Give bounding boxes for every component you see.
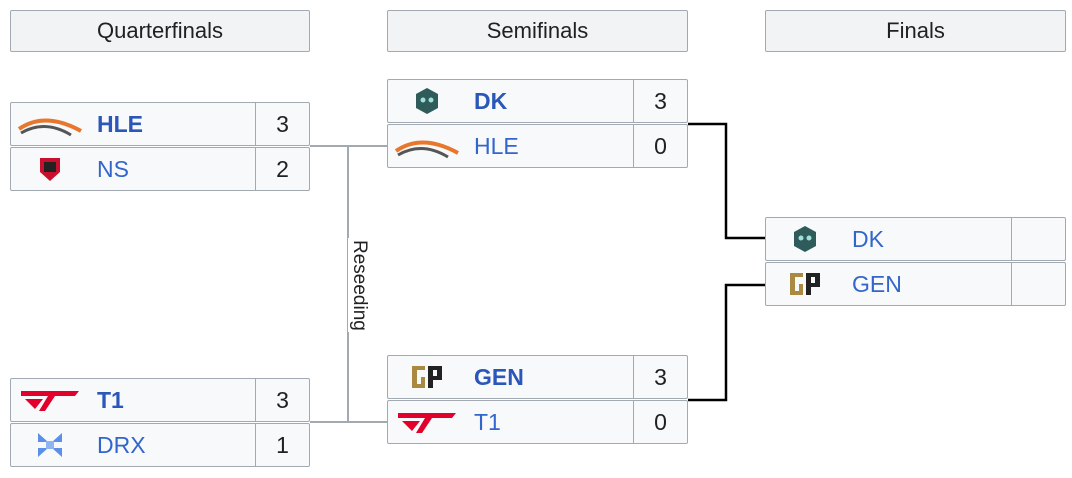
team-name[interactable]: DRX [97, 431, 146, 458]
sf1-team1-row[interactable]: DK 3 [387, 79, 688, 123]
team-score: 0 [633, 401, 687, 443]
sf2-team2-row[interactable]: T1 0 [387, 400, 688, 444]
team-score: 1 [255, 424, 309, 466]
sf1-team2-row[interactable]: HLE 0 [387, 124, 688, 168]
header-finals: Finals [765, 10, 1066, 52]
drx-logo-icon [11, 425, 89, 465]
final-team1-row[interactable]: DK [765, 217, 1066, 261]
team-name[interactable]: T1 [474, 408, 501, 435]
team-name[interactable]: T1 [97, 386, 124, 413]
dk-logo-icon [388, 81, 466, 121]
header-quarterfinals: Quarterfinals [10, 10, 310, 52]
sf2-team1-row[interactable]: GEN 3 [387, 355, 688, 399]
hle-logo-icon [11, 104, 89, 144]
gen-logo-icon [766, 264, 844, 304]
team-score: 0 [633, 125, 687, 167]
qf2-team1-row[interactable]: T1 3 [10, 378, 310, 422]
qf1-team1-row[interactable]: HLE 3 [10, 102, 310, 146]
team-score: 3 [633, 356, 687, 398]
hle-logo-icon [388, 126, 466, 166]
qf2-team2-row[interactable]: DRX 1 [10, 423, 310, 467]
team-name[interactable]: DK [474, 87, 508, 114]
t1-logo-icon [388, 402, 466, 442]
team-name[interactable]: NS [97, 155, 129, 182]
team-score [1011, 263, 1065, 305]
final-team2-row[interactable]: GEN [765, 262, 1066, 306]
team-name[interactable]: GEN [474, 363, 524, 390]
team-score: 3 [255, 103, 309, 145]
qf1-team2-row[interactable]: NS 2 [10, 147, 310, 191]
dk-logo-icon [766, 219, 844, 259]
team-score: 2 [255, 148, 309, 190]
team-name[interactable]: DK [852, 225, 884, 252]
team-name[interactable]: GEN [852, 270, 902, 297]
gen-logo-icon [388, 357, 466, 397]
team-score: 3 [633, 80, 687, 122]
team-name[interactable]: HLE [474, 132, 519, 159]
ns-logo-icon [11, 149, 89, 189]
team-score: 3 [255, 379, 309, 421]
t1-logo-icon [11, 380, 89, 420]
team-name[interactable]: HLE [97, 110, 143, 137]
team-score [1011, 218, 1065, 260]
header-semifinals: Semifinals [387, 10, 688, 52]
reseeding-label: Reseeding [348, 237, 370, 333]
